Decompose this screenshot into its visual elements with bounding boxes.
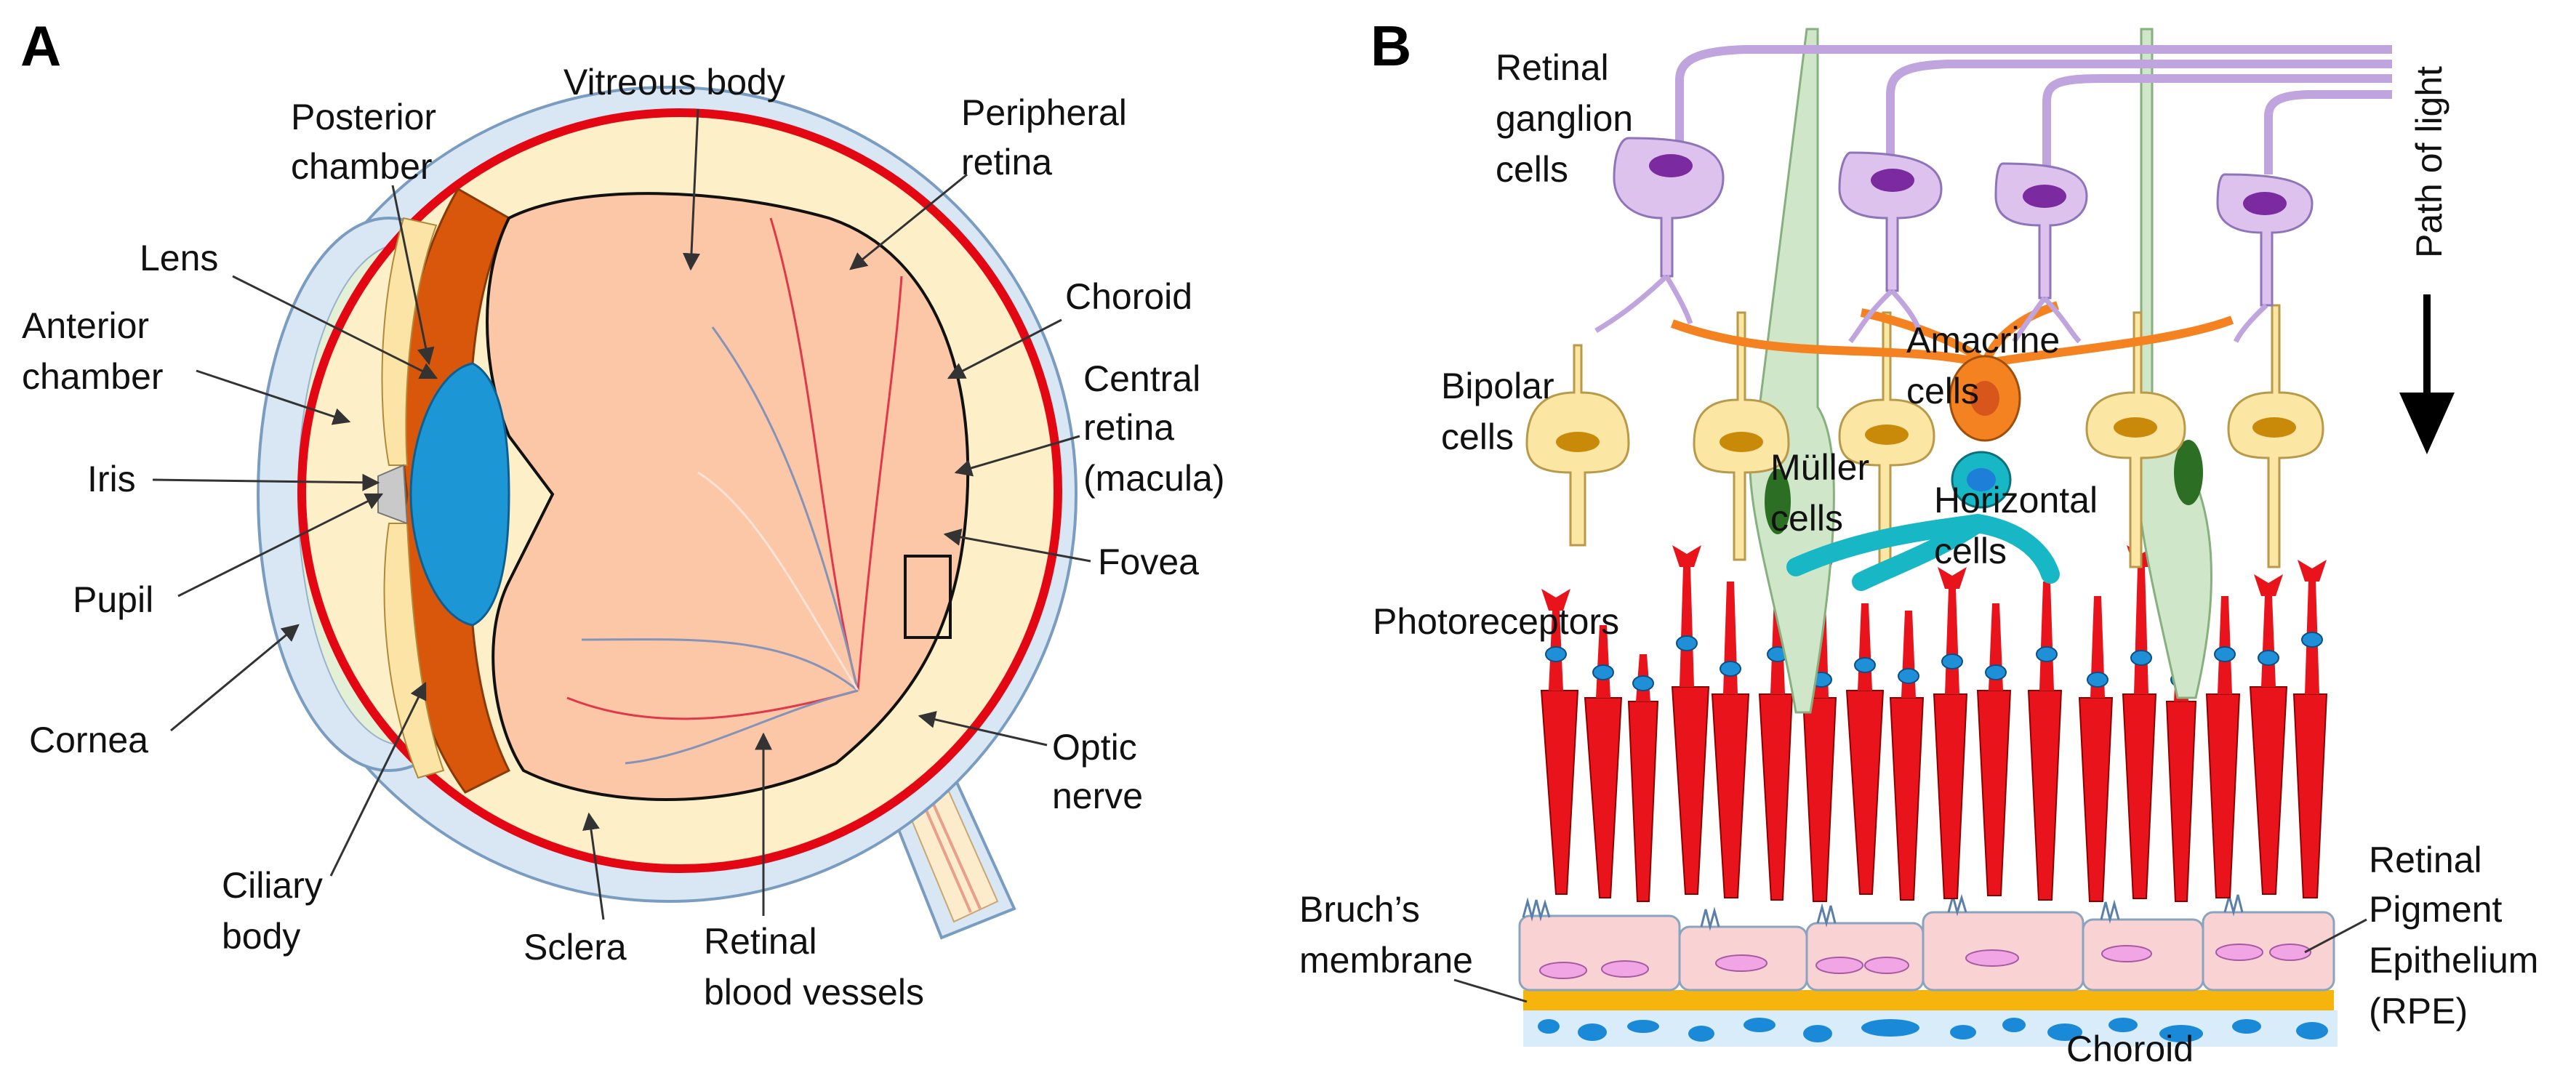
leader-iris bbox=[152, 473, 380, 491]
rpe-cell bbox=[2202, 911, 2335, 991]
label-bruchs-membrane: Bruch’s membrane bbox=[1299, 889, 1473, 981]
muller-cell bbox=[1749, 28, 1835, 714]
leader-anterior-chamber bbox=[196, 369, 351, 425]
horizontal-nucleus bbox=[1967, 468, 1996, 491]
label-posterior-chamber: Posterior chamber bbox=[291, 97, 446, 187]
ganglion-dendrites bbox=[1594, 274, 2268, 344]
amacrine-cell bbox=[1670, 301, 2234, 442]
label-central-retina: Central retina (macula) bbox=[1083, 358, 1224, 499]
leader-cornea bbox=[170, 624, 300, 732]
fovea-box bbox=[904, 555, 952, 639]
photoreceptor-outer-segments bbox=[1540, 686, 2328, 902]
rpe-layer bbox=[1518, 892, 2335, 991]
leader-ciliary-body bbox=[329, 681, 427, 877]
label-muller-cells: Müller cells bbox=[1770, 447, 1879, 539]
muller-nucleus bbox=[1765, 469, 1791, 534]
leader-optic-nerve bbox=[918, 711, 1048, 747]
label-iris: Iris bbox=[87, 459, 136, 499]
bruchs-membrane-layer bbox=[1523, 990, 2334, 1010]
leader-vitreous-body bbox=[682, 108, 700, 271]
leader-pupil bbox=[177, 493, 384, 598]
label-optic-nerve: Optic nerve bbox=[1052, 727, 1147, 816]
label-cornea: Cornea bbox=[29, 720, 148, 760]
label-retinal-pigment-epithelium: Retinal Pigment Epithelium (RPE) bbox=[2369, 840, 2548, 1031]
leader-peripheral-retina bbox=[849, 173, 968, 270]
label-vitreous-body: Vitreous body bbox=[563, 62, 785, 102]
leader-rpe bbox=[2304, 918, 2367, 954]
label-amacrine-cells: Amacrine cells bbox=[1906, 320, 2070, 411]
ganglion-cell bbox=[1838, 151, 1943, 292]
ganglion-cell bbox=[2216, 173, 2314, 307]
posterior-chamber bbox=[381, 217, 438, 466]
label-photoreceptors: Photoreceptors bbox=[1373, 601, 1619, 642]
leader-posterior-chamber bbox=[391, 185, 435, 366]
iris bbox=[377, 464, 409, 525]
ganglion-cell bbox=[1613, 137, 1725, 278]
ganglion-axons bbox=[1675, 45, 2392, 174]
label-sclera: Sclera bbox=[523, 927, 627, 968]
label-horizontal-cells: Horizontal cells bbox=[1934, 480, 2108, 571]
label-retinal-ganglion-cells: Retinal ganglion cells bbox=[1496, 47, 1643, 190]
leader-sclera bbox=[582, 812, 605, 920]
rpe-microvilli bbox=[1522, 892, 2244, 931]
choroid-layer bbox=[1523, 1010, 2338, 1047]
bipolar-nuclei bbox=[1556, 417, 2296, 452]
label-peripheral-retina: Peripheral retina bbox=[961, 92, 1137, 182]
ganglion-nuclei bbox=[1649, 154, 2287, 215]
amacrine-nucleus bbox=[1970, 381, 1999, 416]
label-choroid-b: Choroid bbox=[2066, 1029, 2194, 1069]
label-bipolar-cells: Bipolar cells bbox=[1441, 366, 1565, 457]
label-lens: Lens bbox=[140, 238, 218, 278]
panel-a: A bbox=[20, 14, 1224, 1013]
horizontal-cell bbox=[1786, 451, 2060, 591]
leader-lens bbox=[232, 275, 438, 379]
rpe-nuclei bbox=[1539, 944, 2311, 979]
posterior-chamber-lower bbox=[383, 523, 445, 779]
panel-b: B bbox=[1299, 14, 2548, 1069]
label-choroid-a: Choroid bbox=[1065, 276, 1192, 317]
panel-a-letter: A bbox=[20, 14, 61, 78]
retinal-blood-vessels bbox=[566, 217, 903, 765]
amacrine-processes bbox=[1670, 301, 2234, 368]
label-path-of-light: Path of light bbox=[2409, 66, 2449, 258]
label-anterior-chamber: Anterior chamber bbox=[22, 305, 164, 397]
panel-b-letter: B bbox=[1371, 14, 1411, 78]
rpe-cell bbox=[1518, 914, 1681, 991]
label-retinal-blood-vessels: Retinal blood vessels bbox=[704, 921, 924, 1013]
leader-bruchs-membrane bbox=[1453, 978, 1528, 1003]
choroid-dots bbox=[1538, 1018, 2328, 1042]
leader-fovea bbox=[943, 528, 1091, 563]
lens bbox=[409, 362, 510, 627]
leader-choroid-a bbox=[947, 318, 1062, 379]
horizontal-processes bbox=[1786, 514, 2060, 591]
down-arrow-icon bbox=[2399, 294, 2455, 454]
eyeball-illustration bbox=[257, 86, 1078, 940]
leader-central-retina bbox=[954, 435, 1080, 477]
label-fovea: Fovea bbox=[1098, 542, 1199, 582]
muller-nucleus bbox=[2174, 440, 2203, 505]
ganglion-cell bbox=[1994, 162, 2088, 299]
label-pupil: Pupil bbox=[73, 579, 153, 620]
rpe-cell bbox=[1805, 922, 1925, 991]
label-ciliary-body: Ciliary body bbox=[222, 865, 333, 957]
muller-cell bbox=[2134, 28, 2213, 699]
ganglion-cells bbox=[1594, 45, 2392, 344]
